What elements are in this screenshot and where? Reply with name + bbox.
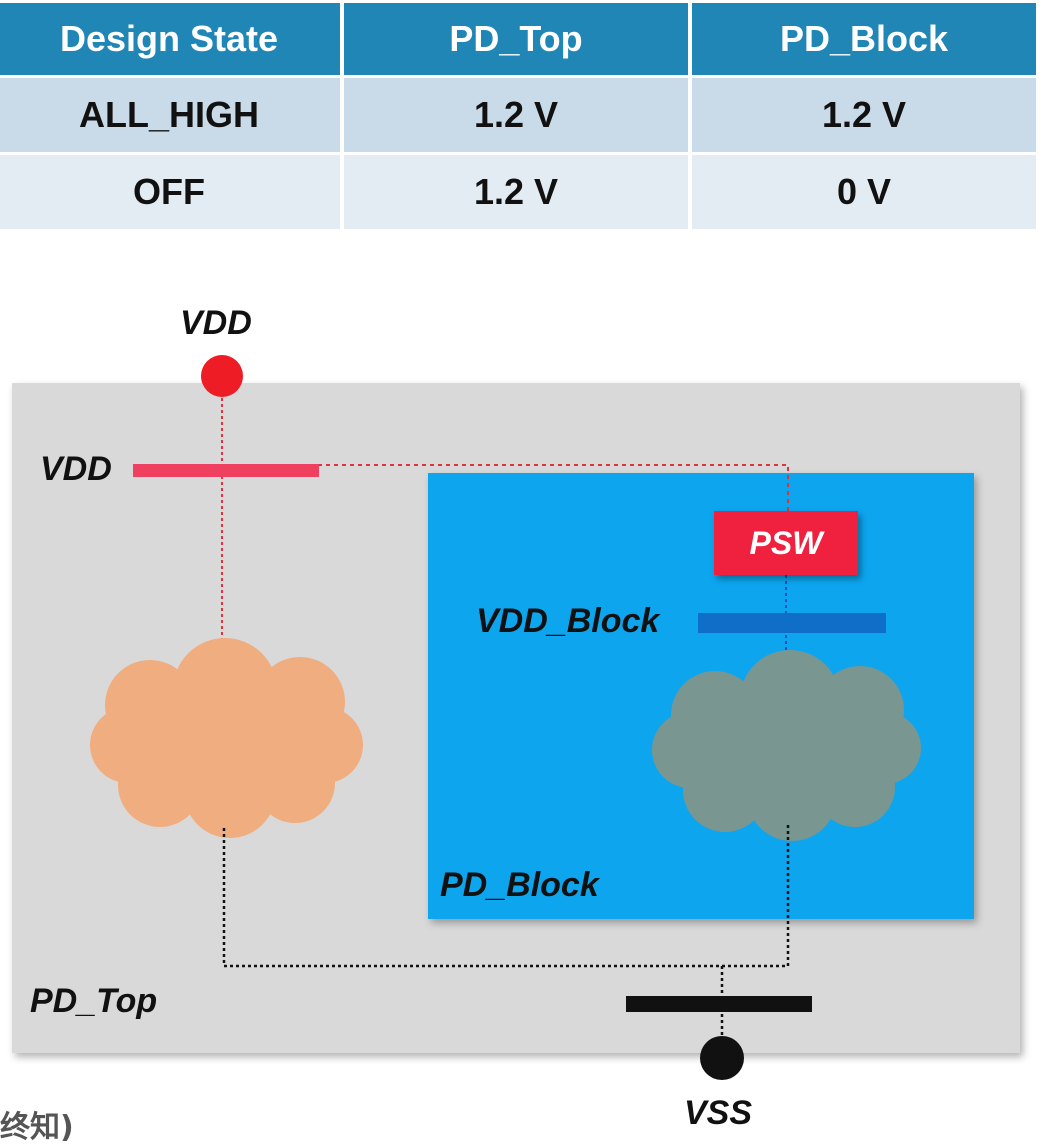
power-domain-diagram: VDD VDD PSW VDD_Block PD_Block PD_Top VS…	[0, 240, 1048, 1145]
table-cell: OFF	[0, 155, 340, 229]
vdd-block-rail	[698, 613, 886, 633]
vdd-pin-icon	[201, 355, 243, 397]
logic-cloud-icon	[90, 638, 363, 838]
corner-note: 终知)	[0, 1110, 74, 1145]
vss-wire-top	[222, 828, 722, 968]
table-cell: ALL_HIGH	[0, 78, 340, 152]
vss-label: VSS	[684, 1094, 753, 1132]
vss-wire-block	[722, 825, 790, 968]
power-state-table: Design State PD_Top PD_Block ALL_HIGH 1.…	[0, 0, 1040, 232]
vdd-rail	[133, 464, 319, 477]
table-row: OFF 1.2 V 0 V	[0, 155, 1036, 229]
vss-rail	[626, 996, 812, 1012]
pd-block-label: PD_Block	[440, 866, 599, 904]
power-switch-psw: PSW	[714, 511, 858, 575]
table-cell: 1.2 V	[692, 78, 1036, 152]
logic-cloud-icon	[652, 650, 921, 841]
table-cell: 1.2 V	[344, 78, 688, 152]
table-header-design-state: Design State	[0, 3, 340, 75]
vdd-pin-label: VDD	[180, 304, 252, 342]
vdd-block-label: VDD_Block	[476, 602, 660, 640]
vss-pin-icon	[700, 1036, 744, 1080]
vdd-rail-label: VDD	[40, 450, 112, 488]
table-cell: 1.2 V	[344, 155, 688, 229]
table-header-row: Design State PD_Top PD_Block	[0, 3, 1036, 75]
table-header-pd-block: PD_Block	[692, 3, 1036, 75]
diagram-canvas	[12, 355, 1020, 1080]
pd-top-label: PD_Top	[30, 982, 158, 1020]
table-header-pd-top: PD_Top	[344, 3, 688, 75]
table-row: ALL_HIGH 1.2 V 1.2 V	[0, 78, 1036, 152]
table-cell: 0 V	[692, 155, 1036, 229]
